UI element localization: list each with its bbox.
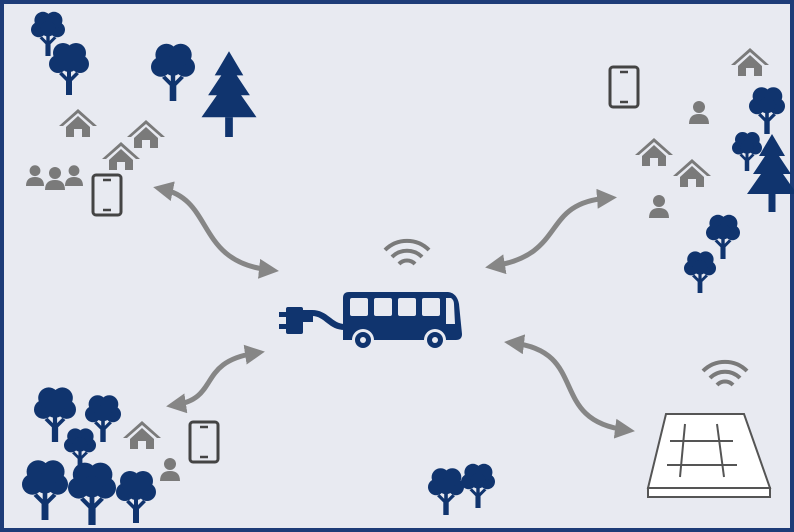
charging-pad [646,359,772,498]
arrow-southwest-bus [166,344,265,414]
plug-icon [279,307,345,334]
arrow-bus-chargingpad [504,334,635,439]
charging-pad-icon [646,413,772,498]
arrow-bus-northeast [485,188,617,275]
electric-bus [279,238,462,351]
arrow-northwest-bus [153,181,279,279]
electric-bus-icon [343,292,462,351]
connection-arrows [153,181,635,439]
